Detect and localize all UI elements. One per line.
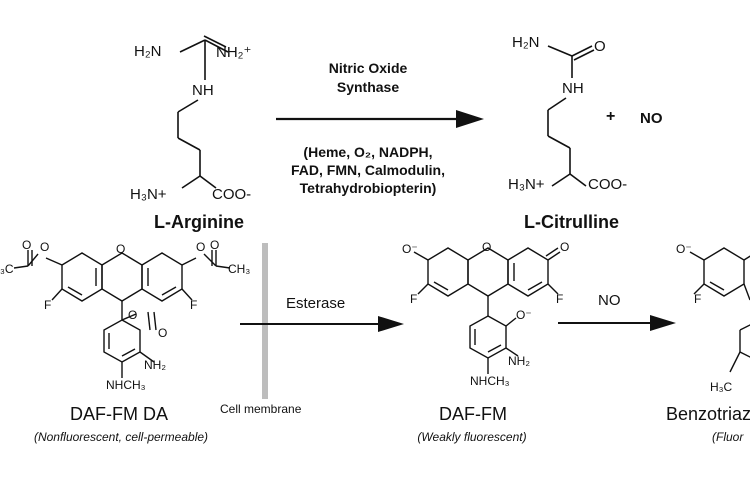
- dafda-o-carbonyl-left: O: [22, 238, 32, 252]
- dafda-f-left: F: [44, 298, 52, 312]
- arginine-coo: COO-: [212, 186, 252, 203]
- dafda-o-center: O: [116, 242, 126, 256]
- no-product: NO: [640, 110, 663, 127]
- l-arginine-label: L-Arginine: [154, 212, 244, 232]
- daf-fm-da-description: (Nonfluorescent, cell-permeable): [33, 430, 209, 444]
- daffm-o-minus: O⁻: [402, 242, 418, 256]
- daffm-o-ketone: O: [560, 240, 570, 254]
- daffm-o-ring: O: [482, 240, 492, 254]
- cofactors-line-1: (Heme, O₂, NADPH,: [303, 144, 433, 160]
- benzotriazole-structure: [689, 247, 750, 373]
- benzotriazole-label: Benzotriaz: [666, 404, 750, 424]
- cell-membrane-bar: [262, 243, 268, 399]
- dafda-ch3-right: CH₃: [228, 262, 251, 276]
- dafda-ch3-left: ₃C: [0, 262, 14, 276]
- dafda-o-carbonyl-lactone: O: [158, 326, 168, 340]
- daf-fm-da-label: DAF-FM DA: [70, 404, 168, 424]
- arginine-nh: NH: [192, 82, 214, 99]
- l-citrulline-structure: [547, 45, 595, 187]
- citrulline-coo: COO-: [588, 176, 628, 193]
- dafda-o-lactone: O: [128, 308, 138, 322]
- esterase-label: Esterase: [286, 295, 346, 312]
- daffm-f-right: F: [556, 292, 564, 306]
- arginine-h2n: H₂N: [134, 43, 162, 60]
- cofactors-line-3: Tetrahydrobiopterin): [299, 180, 437, 196]
- dafda-o-carbonyl-right: O: [210, 238, 220, 252]
- arginine-h3nplus: H₃N+: [130, 186, 167, 203]
- btz-o-minus: O⁻: [676, 242, 692, 256]
- daffm-nh2: NH₂: [508, 354, 530, 368]
- arginine-nh2plus: NH₂⁺: [216, 44, 252, 61]
- esterase-arrow: [240, 316, 404, 332]
- dafda-o-left: O: [40, 240, 50, 254]
- dafda-nhch3: NHCH₃: [106, 378, 146, 392]
- no-arrow-label: NO: [598, 292, 621, 309]
- citrulline-o: O: [594, 38, 606, 55]
- daf-fm-description: (Weakly fluorescent): [417, 430, 527, 444]
- cofactors-line-2: FAD, FMN, Calmodulin,: [291, 162, 445, 178]
- citrulline-h3nplus: H₃N+: [508, 176, 545, 193]
- l-arginine-structure: [177, 35, 229, 189]
- btz-f: F: [694, 292, 702, 306]
- plus-sign: +: [606, 108, 616, 125]
- daffm-f-left: F: [410, 292, 418, 306]
- citrulline-nh: NH: [562, 80, 584, 97]
- benzotriazole-description: (Fluor: [712, 430, 744, 444]
- btz-h3c: H₃C: [710, 380, 733, 394]
- daffm-carboxylate: O⁻: [516, 308, 532, 322]
- dafda-f-right: F: [190, 298, 198, 312]
- daf-fm-label: DAF-FM: [439, 404, 507, 424]
- dafda-nh2: NH₂: [144, 358, 166, 372]
- cell-membrane-label: Cell membrane: [220, 402, 302, 416]
- no-arrow: [558, 315, 676, 331]
- nos-arrow: [276, 110, 484, 128]
- daffm-nhch3: NHCH₃: [470, 374, 510, 388]
- enzyme-line-1: Nitric Oxide: [328, 60, 408, 76]
- dafda-o-right: O: [196, 240, 206, 254]
- daf-fm-structure: [413, 247, 561, 374]
- l-citrulline-label: L-Citrulline: [524, 212, 619, 232]
- daf-fm-da-structure: [13, 250, 231, 378]
- enzyme-line-2: Synthase: [336, 79, 400, 95]
- citrulline-h2n: H₂N: [512, 34, 540, 51]
